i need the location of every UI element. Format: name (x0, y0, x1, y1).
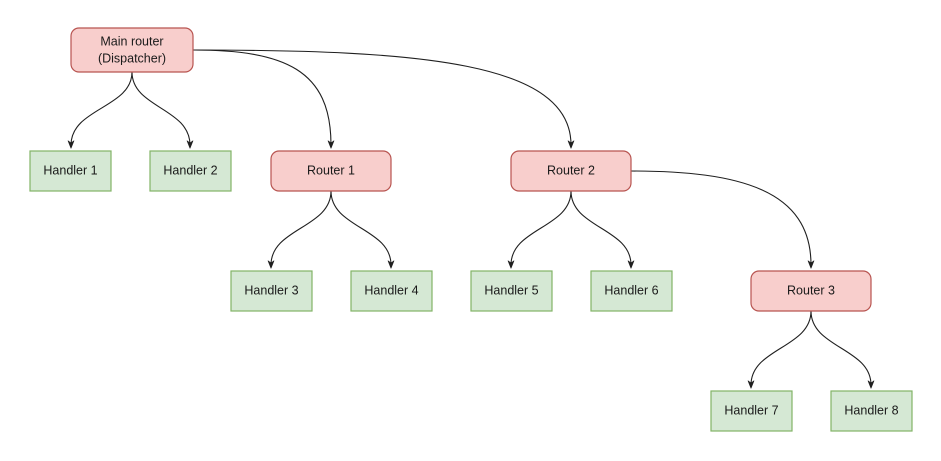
node-label-router-2: Router 2 (547, 163, 595, 177)
node-label-handler-6: Handler 6 (604, 283, 658, 297)
edge-main-to-handler-2 (131, 71, 190, 145)
node-label-handler-7: Handler 7 (724, 403, 778, 417)
edge-router-2-to-router-3 (630, 170, 811, 265)
node-box-main-router[interactable] (70, 27, 194, 73)
node-box-handler-5[interactable] (470, 270, 553, 312)
node-label-handler-5: Handler 5 (484, 283, 538, 297)
edge-main-to-router-1 (192, 49, 331, 145)
node-label-handler-1: Handler 1 (43, 163, 97, 177)
node-handler-2[interactable]: Handler 2 (149, 150, 232, 192)
node-handler-6[interactable]: Handler 6 (590, 270, 673, 312)
edges-layer (71, 49, 871, 385)
edge-router-2-to-handler-6 (570, 190, 631, 265)
node-box-handler-8[interactable] (830, 390, 913, 432)
node-handler-7[interactable]: Handler 7 (710, 390, 793, 432)
node-box-router-1[interactable] (270, 150, 392, 192)
node-box-handler-6[interactable] (590, 270, 673, 312)
node-sublabel-main-router: (Dispatcher) (98, 51, 166, 65)
node-box-router-2[interactable] (510, 150, 632, 192)
node-label-router-1: Router 1 (307, 163, 355, 177)
node-handler-4[interactable]: Handler 4 (350, 270, 433, 312)
node-main-router[interactable]: Main router (Dispatcher) (70, 27, 194, 73)
edge-router-1-to-handler-4 (330, 190, 391, 265)
node-handler-8[interactable]: Handler 8 (830, 390, 913, 432)
node-box-handler-2[interactable] (149, 150, 232, 192)
node-label-handler-8: Handler 8 (844, 403, 898, 417)
node-label-router-3: Router 3 (787, 283, 835, 297)
edge-main-to-handler-1 (71, 71, 133, 145)
node-handler-3[interactable]: Handler 3 (230, 270, 313, 312)
edge-router-3-to-handler-7 (751, 310, 812, 385)
node-box-handler-1[interactable] (29, 150, 112, 192)
edge-router-1-to-handler-3 (271, 190, 332, 265)
node-box-handler-3[interactable] (230, 270, 313, 312)
edge-main-to-router-2 (192, 49, 571, 145)
node-box-handler-4[interactable] (350, 270, 433, 312)
node-handler-5[interactable]: Handler 5 (470, 270, 553, 312)
node-label-handler-2: Handler 2 (163, 163, 217, 177)
node-router-2[interactable]: Router 2 (510, 150, 632, 192)
node-label-main-router: Main router (100, 34, 163, 48)
node-box-router-3[interactable] (750, 270, 872, 312)
nodes-layer: Main router (Dispatcher) Handler 1 Handler … (29, 27, 913, 432)
node-handler-1[interactable]: Handler 1 (29, 150, 112, 192)
node-router-1[interactable]: Router 1 (270, 150, 392, 192)
node-box-handler-7[interactable] (710, 390, 793, 432)
edge-router-2-to-handler-5 (511, 190, 572, 265)
node-router-3[interactable]: Router 3 (750, 270, 872, 312)
node-label-handler-3: Handler 3 (244, 283, 298, 297)
edge-router-3-to-handler-8 (810, 310, 871, 385)
node-label-handler-4: Handler 4 (364, 283, 418, 297)
